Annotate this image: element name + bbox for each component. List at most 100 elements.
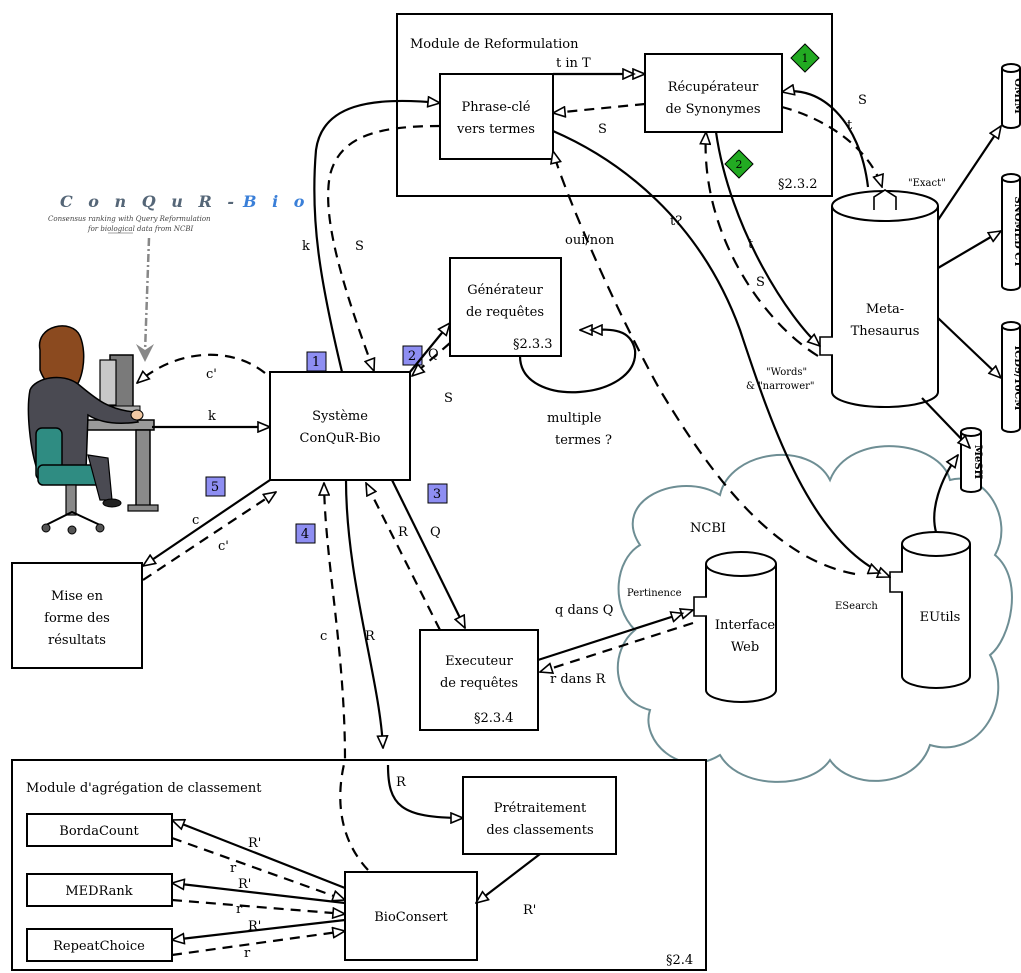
svg-text:R': R' — [248, 836, 261, 851]
svg-text:R: R — [398, 525, 409, 540]
step-4-badge: 4 — [295, 523, 316, 544]
svg-text:S: S — [756, 275, 765, 290]
repeatchoice-label: RepeatChoice — [53, 939, 145, 954]
eutils-db: EUtils — [901, 531, 971, 689]
svg-text:k: k — [208, 409, 216, 424]
svg-text:r: r — [236, 902, 243, 917]
pretraitement-line2: des classements — [486, 823, 593, 838]
recuperateur-line1: Récupérateur — [668, 80, 759, 95]
systeme-node: Système ConQuR-Bio — [269, 371, 411, 481]
metathesaurus-line1: Meta- — [866, 302, 904, 317]
metathesaurus-db: Meta- Thesaurus — [831, 190, 939, 408]
metathesaurus-line2: Thesaurus — [851, 324, 920, 339]
svg-text:Q: Q — [428, 347, 439, 362]
phrase-cle-line2: vers termes — [456, 122, 535, 137]
svg-text:S: S — [444, 391, 453, 406]
edge-labels: t in T S S t k S oui/non t? t S Q S c' k… — [192, 56, 867, 961]
snomed-label: SNOMED CT — [1012, 196, 1021, 268]
phrase-cle-line1: Phrase-clé — [462, 100, 531, 115]
logo-title-b: B i o — [242, 192, 309, 211]
generateur-line2: de requêtes — [466, 305, 544, 320]
svg-text:R': R' — [238, 877, 251, 892]
interface-web-line2: Web — [731, 640, 759, 655]
svg-text:1: 1 — [312, 355, 320, 370]
svg-text:c': c' — [218, 539, 229, 554]
svg-text:k: k — [302, 239, 310, 254]
edges — [137, 74, 1001, 957]
snomed-db: SNOMED CT — [1001, 173, 1021, 291]
words-port — [819, 336, 833, 356]
svg-text:t?: t? — [670, 214, 682, 229]
eutils-label: EUtils — [920, 610, 961, 625]
svg-text:R': R' — [248, 919, 261, 934]
bioconsert-label: BioConsert — [374, 910, 448, 925]
aggregation-section: §2.4 — [666, 953, 693, 968]
svg-text:S: S — [598, 122, 607, 137]
logo-subtitle-1: Consensus ranking with Query Reformulati… — [48, 215, 211, 223]
esearch-label: ESearch — [835, 601, 878, 612]
phrase-cle-node: Phrase-clé vers termes — [439, 73, 554, 160]
aggregation-title: Module d'agrégation de classement — [26, 781, 262, 796]
omim-db: OMIM — [1001, 63, 1021, 129]
svg-text:1: 1 — [802, 52, 809, 65]
words-label-1: "Words" — [766, 367, 807, 378]
svg-text:multiple: multiple — [547, 411, 602, 426]
svg-text:2: 2 — [408, 349, 416, 364]
words-label-2: & "narrower" — [746, 381, 815, 392]
exact-port — [873, 189, 897, 210]
svg-text:R: R — [365, 629, 376, 644]
pretraitement-node: Prétraitement des classements — [462, 776, 617, 855]
reformulation-section: §2.3.2 — [778, 177, 818, 192]
svg-text:termes ?: termes ? — [555, 433, 612, 448]
svg-text:S: S — [355, 239, 364, 254]
logo-title-a: C o n Q u R - — [60, 192, 239, 211]
icd-db: ICD9/10CM — [1001, 321, 1021, 433]
logo-subtitle-2: for biological data from NCBI — [87, 225, 194, 233]
mesh-db: MeSH — [960, 427, 983, 493]
green-marker-2: 2 — [724, 149, 754, 179]
bioconsert-node: BioConsert — [344, 871, 478, 961]
svg-text:c: c — [192, 513, 199, 528]
repeatchoice-node: RepeatChoice — [26, 928, 173, 962]
green-marker-1: 1 — [790, 43, 820, 73]
svg-text:c': c' — [206, 367, 217, 382]
pretraitement-line1: Prétraitement — [494, 801, 587, 816]
systeme-line2: ConQuR-Bio — [300, 431, 381, 446]
icd-label: ICD9/10CM — [1012, 346, 1021, 411]
conqur-bio-logo: C o n Q u R -B i o Consensus ranking wit… — [48, 192, 309, 362]
bordacount-label: BordaCount — [59, 824, 139, 839]
recuperateur-line2: de Synonymes — [665, 102, 760, 117]
svg-text:r: r — [244, 946, 251, 961]
svg-text:R': R' — [523, 903, 536, 918]
pertinence-label: Pertinence — [627, 588, 682, 599]
svg-text:Q: Q — [430, 525, 441, 540]
bordacount-node: BordaCount — [26, 813, 173, 847]
pertinence-port — [693, 596, 707, 617]
generateur-section: §2.3.3 — [513, 337, 553, 352]
user-at-computer-illustration — [27, 325, 159, 535]
executeur-line2: de requêtes — [440, 676, 518, 691]
svg-text:r dans R: r dans R — [550, 672, 607, 687]
svg-text:r: r — [230, 861, 237, 876]
interface-web-db: Interface Web — [705, 551, 777, 703]
omim-label: OMIM — [1012, 78, 1021, 114]
systeme-line1: Système — [312, 409, 368, 424]
executeur-section: §2.3.4 — [474, 711, 514, 726]
generateur-line1: Générateur — [467, 283, 543, 298]
svg-text:t: t — [847, 118, 853, 133]
step-1-badge: 1 — [306, 351, 327, 372]
svg-text:t in T: t in T — [556, 56, 591, 71]
svg-text:S: S — [858, 93, 867, 108]
executeur-node: Executeur de requêtes §2.3.4 — [419, 629, 539, 731]
mise-en-forme-line1: Mise en — [51, 589, 104, 604]
reformulation-title: Module de Reformulation — [410, 37, 579, 52]
medrank-node: MEDRank — [26, 873, 173, 907]
mise-en-forme-line2: forme des — [44, 611, 110, 626]
executeur-line1: Executeur — [445, 654, 513, 669]
esearch-port — [889, 571, 903, 593]
medrank-label: MEDRank — [65, 884, 132, 899]
svg-text:q dans Q: q dans Q — [555, 603, 613, 618]
svg-text:t: t — [748, 237, 754, 252]
svg-text:c: c — [320, 629, 327, 644]
